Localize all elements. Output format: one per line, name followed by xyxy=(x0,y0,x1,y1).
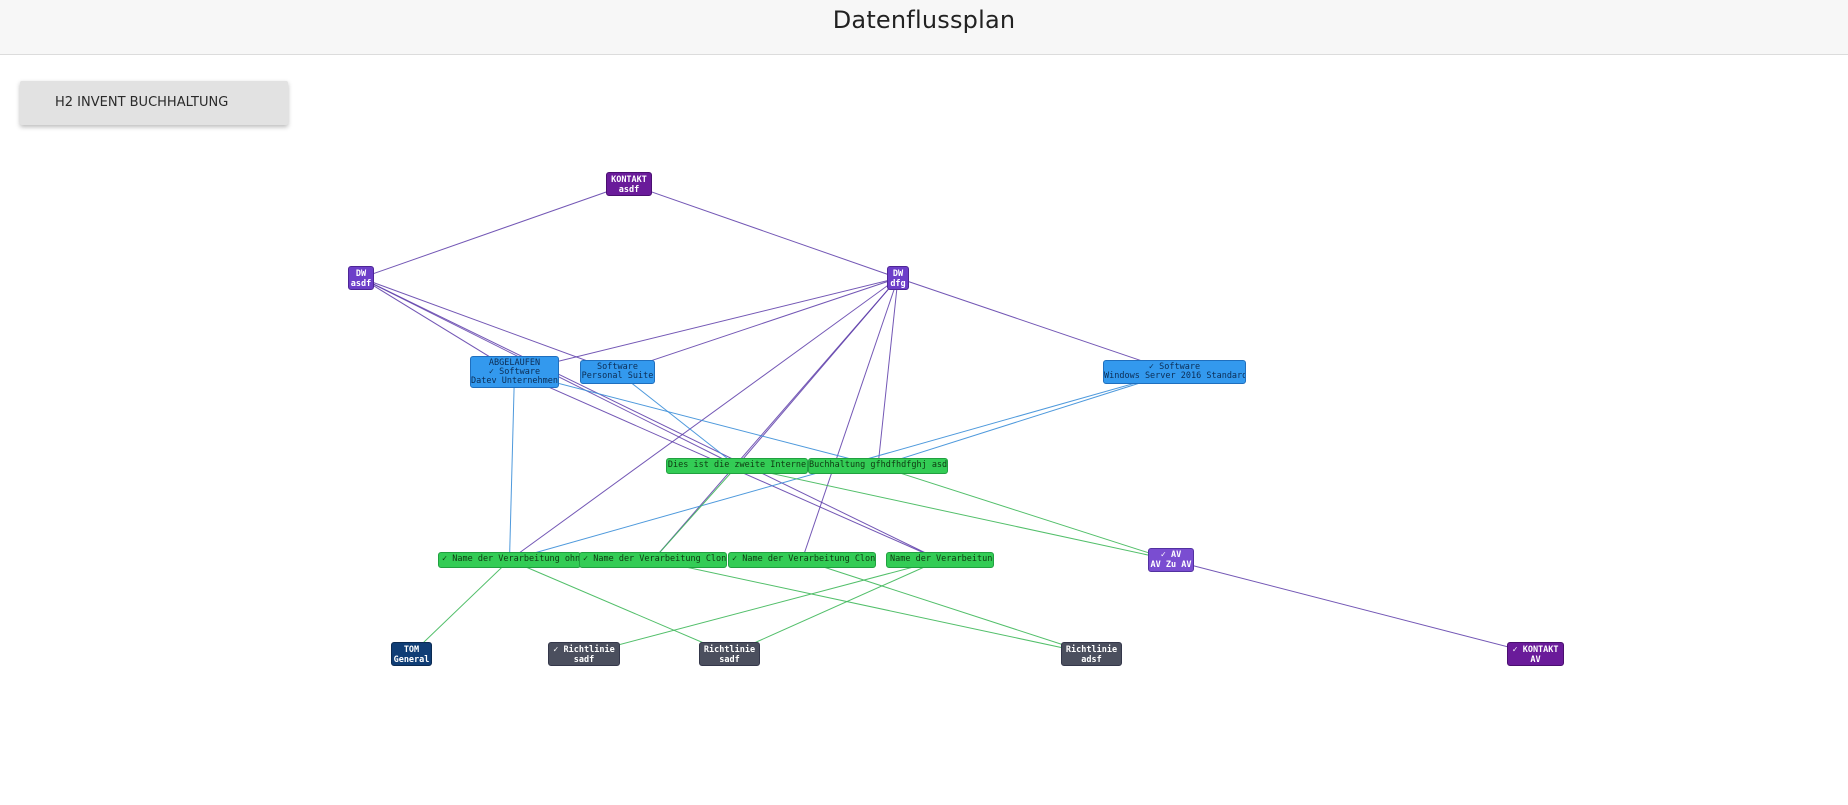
node-va-clone1[interactable]: ✓ Name der Verarbeitung Clone xyxy=(579,552,727,568)
node-label-line: ABGELAUFEN xyxy=(488,358,541,368)
edge-va_ohne-to-rl_sadf xyxy=(509,559,730,655)
node-label-line: asdf xyxy=(618,185,640,195)
edge-av_zu_av-to-kontakt_av xyxy=(1170,559,1536,655)
node-label-line: ✓ Name der Verarbeitung Clone xyxy=(732,554,876,564)
node-label-line: Buchhaltung gfhdfhdfghj asdf xyxy=(809,460,948,470)
edge-intern_buch-to-av_zu_av xyxy=(877,465,1172,561)
edge-kontakt_asdf-to-dw_asdf xyxy=(360,183,630,279)
node-label-line: AV xyxy=(1530,655,1541,665)
edge-kontakt_asdf-to-dw_dfg xyxy=(628,183,899,279)
node-label-line: ✓ Software xyxy=(1148,362,1201,372)
edge-va_ohne-to-tom_general xyxy=(411,559,510,655)
node-label-line: dfg xyxy=(890,279,906,289)
edge-dw_dfg-to-sw_windows xyxy=(897,277,1175,373)
node-va-ohne[interactable]: ✓ Name der Verarbeitung ohne xyxy=(438,552,581,568)
node-label-line: ✓ AV xyxy=(1160,550,1182,560)
edge-dw_dfg-to-va_clone2 xyxy=(801,277,899,561)
node-label-line: asdf xyxy=(350,279,372,289)
node-label-line: Windows Server 2016 Standard xyxy=(1104,371,1246,381)
node-label-line: General xyxy=(393,655,430,665)
node-label-line: Software xyxy=(597,362,638,372)
node-va-clone2[interactable]: ✓ Name der Verarbeitung Clone xyxy=(728,552,876,568)
node-label-line: AV Zu AV xyxy=(1150,560,1192,570)
node-label-line: ✓ Name der Verarbeitung ohne xyxy=(442,554,581,564)
node-va-plain[interactable]: Name der Verarbeitung xyxy=(886,552,994,568)
edge-dw_dfg-to-va_clone1 xyxy=(652,277,899,561)
edge-dw_dfg-to-sw_personal xyxy=(617,277,899,373)
node-label-line: ✓ Software xyxy=(488,367,541,377)
node-label-line: adsf xyxy=(1081,655,1102,665)
edge-sw_personal-to-intern_zwei xyxy=(617,371,738,467)
node-label-line: sadf xyxy=(719,655,740,665)
edge-va_plain-to-rl_sadf xyxy=(729,559,941,655)
node-label-line: ✓ KONTAKT xyxy=(1512,645,1559,655)
project-button-label: H2 INVENT BUCHHALTUNG xyxy=(55,95,229,110)
node-label-line: TOM xyxy=(403,645,420,655)
node-label-line: KONTAKT xyxy=(611,175,647,185)
node-label-line: Name der Verarbeitung xyxy=(890,554,994,564)
node-label-line: Datev Unternehmen xyxy=(471,376,558,386)
edge-intern_zwei-to-av_zu_av xyxy=(736,465,1172,561)
page-title: Datenflussplan xyxy=(832,6,1016,34)
edge-sw_datev-to-intern_buch xyxy=(514,371,879,467)
edge-sw_windows-to-intern_buch xyxy=(877,371,1175,467)
node-label-line: DW xyxy=(892,269,904,279)
edge-dw_asdf-to-sw_personal xyxy=(360,277,618,373)
node-label-line: DW xyxy=(355,269,367,279)
edge-va_plain-to-rl_sadf_checked xyxy=(583,559,941,655)
node-label-line: sadf xyxy=(573,655,595,665)
edge-intern_zwei-to-va_clone1 xyxy=(652,465,738,561)
edge-dw_dfg-to-intern_buch xyxy=(877,277,899,467)
edge-va_clone1-to-rl_adsf xyxy=(652,559,1092,655)
edge-dw_dfg-to-sw_datev xyxy=(514,277,899,373)
node-intern-buch[interactable]: Buchhaltung gfhdfhdfghj asdf xyxy=(808,458,948,474)
edge-dw_asdf-to-va_plain xyxy=(360,277,941,561)
node-label-line: Personal Suite xyxy=(581,371,654,381)
node-label-line: Richtlinie xyxy=(703,645,756,655)
node-label-line: ✓ Richtlinie xyxy=(553,645,615,655)
header-bar: Datenflussplan xyxy=(0,0,1848,55)
edge-va_clone2-to-rl_adsf xyxy=(801,559,1092,655)
project-button[interactable]: H2 INVENT BUCHHALTUNG xyxy=(20,81,288,125)
edge-sw_datev-to-va_ohne xyxy=(509,371,515,561)
node-label-line: Dies ist die zweite Interne xyxy=(667,460,807,470)
node-intern-zwei[interactable]: Dies ist die zweite Interne xyxy=(666,458,808,474)
node-label-line: ✓ Name der Verarbeitung Clone xyxy=(583,554,727,564)
node-label-line: Richtlinie xyxy=(1065,645,1118,655)
edge-dw_dfg-to-va_ohne xyxy=(509,277,899,561)
